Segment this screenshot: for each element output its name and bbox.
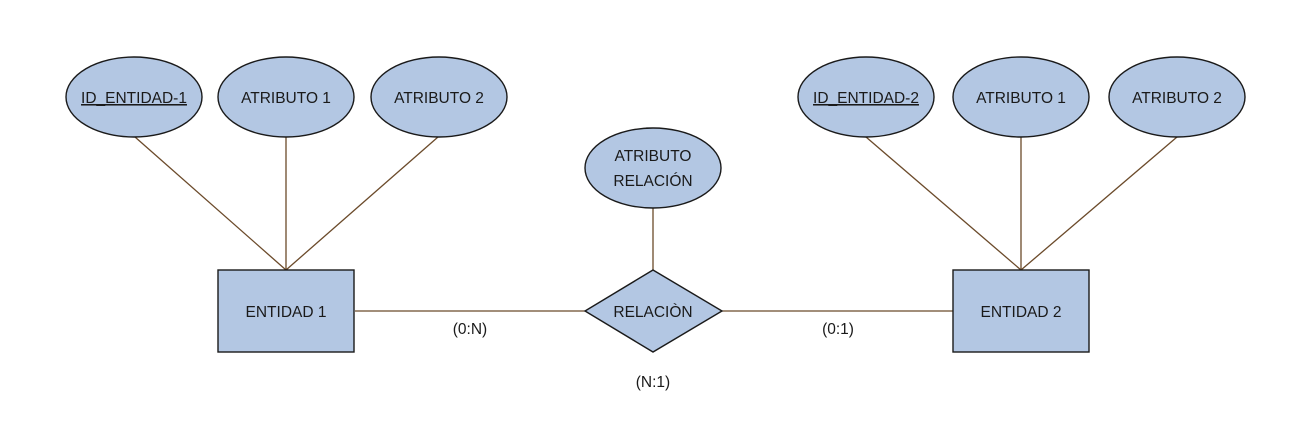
attribute-ellipse (797, 56, 935, 138)
attribute-ellipse (217, 56, 355, 138)
connector-key-attr-1-to-entity-1 (134, 136, 287, 271)
entity-box (952, 269, 1090, 353)
relationship[interactable]: RELACIÒN (583, 269, 724, 353)
attribute-ellipse (65, 56, 203, 138)
entity-label: ENTIDAD 1 (246, 304, 327, 321)
attribute-2-entity-2[interactable]: ATRIBUTO 2 (1108, 56, 1246, 138)
key-attribute-label: ID_ENTIDAD-2 (813, 90, 919, 107)
entity-box (217, 269, 355, 353)
cardinality-right: (0:1) (822, 321, 854, 338)
attribute-1-entity-1[interactable]: ATRIBUTO 1 (217, 56, 355, 138)
cardinality-left: (0:N) (453, 321, 487, 338)
attribute-label: ATRIBUTO 1 (976, 90, 1066, 107)
cardinality-overall: (N:1) (636, 374, 670, 391)
attribute-ellipse (1108, 56, 1246, 138)
connector-key-attr-2-to-entity-2 (865, 136, 1022, 271)
connector-attr-1b-to-entity-1 (285, 136, 439, 271)
connectors (134, 136, 1178, 312)
relationship-attribute[interactable]: ATRIBUTO RELACIÓN (584, 127, 722, 209)
attribute-label: ATRIBUTO 2 (1132, 90, 1222, 107)
relationship-attribute-label-line-1: ATRIBUTO (615, 148, 692, 165)
attribute-2-entity-1[interactable]: ATRIBUTO 2 (370, 56, 508, 138)
connector-attr-2b-to-entity-2 (1020, 136, 1178, 271)
attribute-key-entity-1[interactable]: ID_ENTIDAD-1 (65, 56, 203, 138)
relationship-attribute-label-line-2: RELACIÓN (613, 173, 692, 190)
entity-2[interactable]: ENTIDAD 2 (952, 269, 1090, 353)
attribute-1-entity-2[interactable]: ATRIBUTO 1 (952, 56, 1090, 138)
attribute-label: ATRIBUTO 2 (394, 90, 484, 107)
entity-label: ENTIDAD 2 (981, 304, 1062, 321)
key-attribute-label: ID_ENTIDAD-1 (81, 90, 187, 107)
relationship-diamond (583, 269, 724, 353)
attribute-ellipse (952, 56, 1090, 138)
relationship-label: RELACIÒN (613, 304, 692, 321)
entity-1[interactable]: ENTIDAD 1 (217, 269, 355, 353)
attribute-key-entity-2[interactable]: ID_ENTIDAD-2 (797, 56, 935, 138)
attribute-ellipse (370, 56, 508, 138)
attribute-ellipse (584, 127, 722, 209)
attribute-label: ATRIBUTO 1 (241, 90, 331, 107)
